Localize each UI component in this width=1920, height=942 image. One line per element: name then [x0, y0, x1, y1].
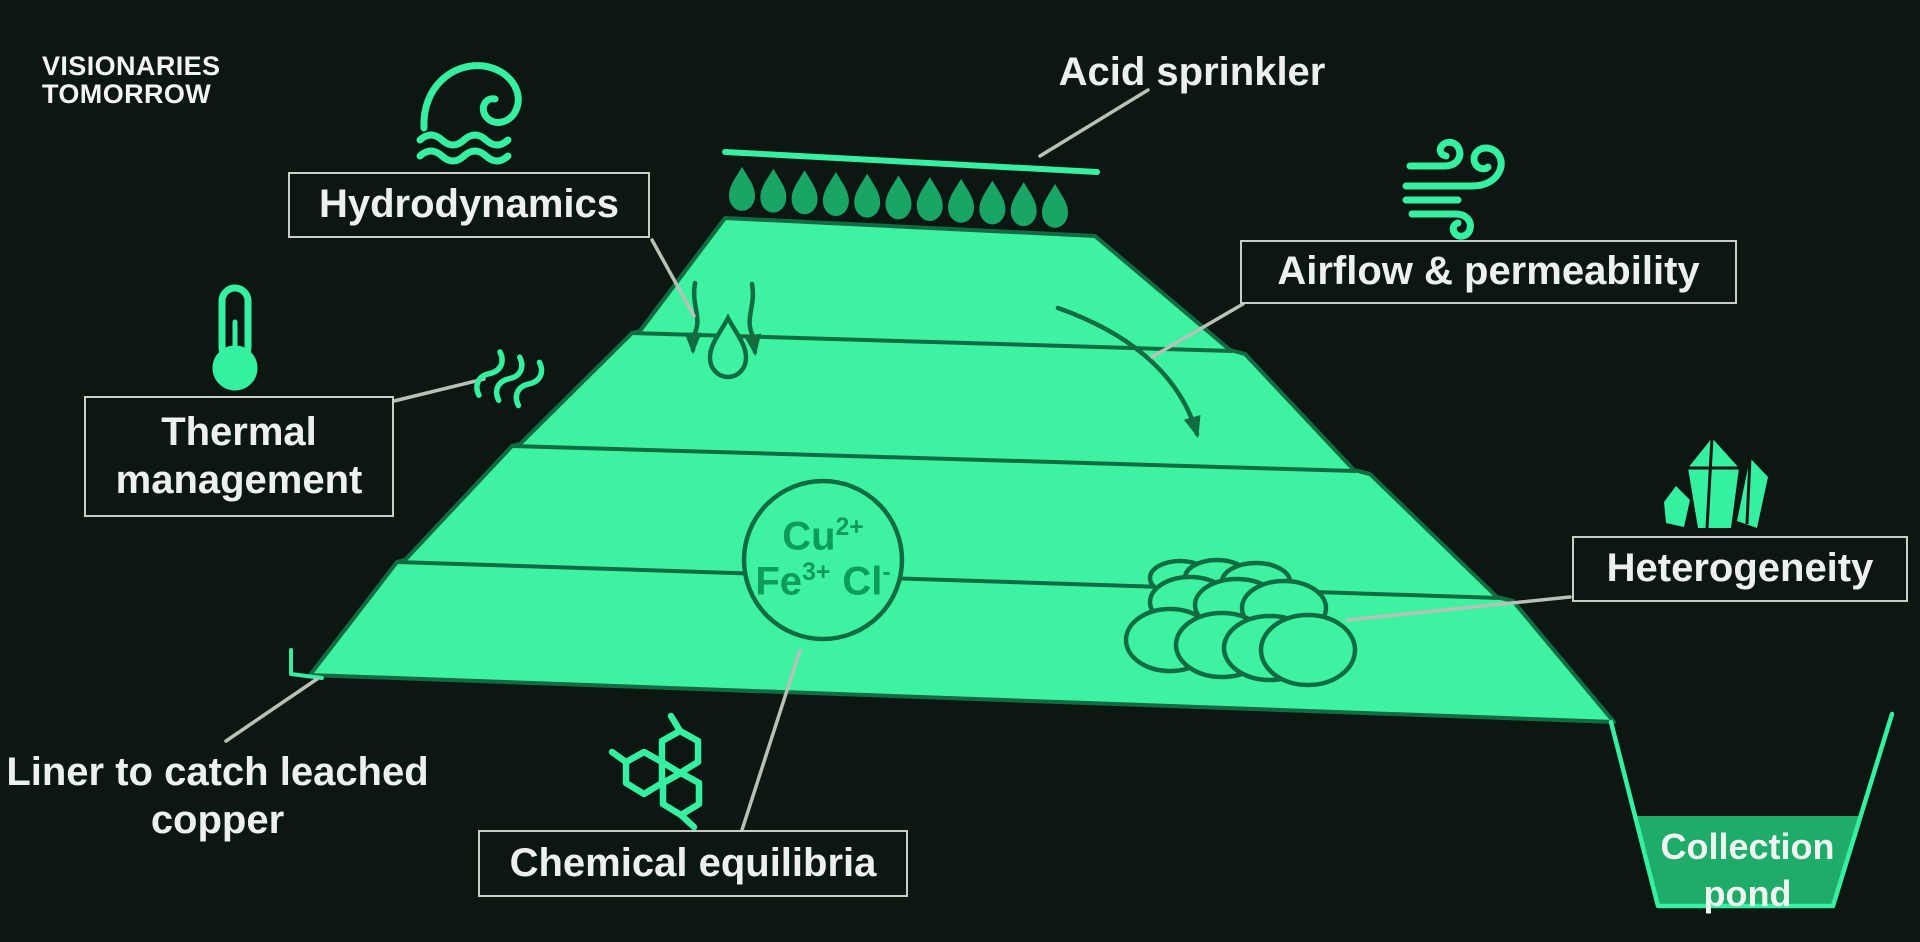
thermometer-icon	[212, 284, 258, 391]
pond-outline	[1608, 711, 1895, 909]
sprinkler-droplet-icon	[948, 178, 975, 223]
molecule-hexagons-icon	[608, 712, 703, 831]
ion-formulas: Cu2+ Fe3+Cl-	[723, 514, 923, 604]
brand-line-2: TOMORROW	[42, 79, 212, 110]
label-airflow-permeability: Airflow & permeability	[1277, 249, 1700, 294]
liner-mark	[289, 648, 324, 680]
leader-liner	[224, 677, 319, 743]
leader-lines	[224, 88, 1572, 832]
percolation-detail	[684, 280, 762, 380]
sprinkler-droplet-icon	[885, 175, 912, 220]
sprinkler-droplet-icon	[760, 168, 787, 213]
label-liner-line-1: Liner to catch leached	[6, 750, 429, 794]
label-box-airflow-permeability: Airflow & permeability	[1240, 240, 1737, 304]
ore-lump-pile	[1123, 557, 1358, 688]
label-box-heterogeneity: Heterogeneity	[1572, 536, 1908, 602]
ion-iron-chloride: Fe3+Cl-	[755, 559, 891, 604]
leader-chemical	[740, 648, 802, 832]
sprinkler-droplets	[729, 166, 1068, 228]
sprinkler-droplet-icon	[1010, 182, 1037, 227]
label-box-hydrodynamics: Hydrodynamics	[288, 172, 650, 238]
label-box-thermal-management: Thermal management	[84, 396, 394, 517]
heat-waves-icon	[474, 349, 545, 409]
sprinkler-droplet-icon	[729, 166, 755, 211]
heap-tier-divider-2	[511, 444, 1357, 473]
ion-copper: Cu2+	[782, 514, 864, 559]
ore-lump	[1258, 612, 1358, 688]
label-collection-pond: Collection pond	[1640, 824, 1855, 918]
collection-pond	[1608, 711, 1895, 909]
sprinkler-droplet-icon	[979, 180, 1006, 225]
ion-circle	[741, 478, 905, 642]
leader-airflow	[1150, 302, 1245, 359]
pond-liquid	[1634, 816, 1862, 906]
label-pond-line-2: pond	[1703, 872, 1792, 914]
label-hydrodynamics: Hydrodynamics	[318, 182, 620, 227]
label-liner-line-2: copper	[150, 798, 285, 842]
label-box-chemical-equilibria: Chemical equilibria	[478, 830, 908, 897]
wave-icon	[416, 62, 522, 165]
brand-logo: VISIONARIES TOMORROW	[42, 52, 220, 108]
wind-icon	[1402, 138, 1505, 240]
leader-heterogeneity	[1345, 595, 1572, 622]
sprinkler-droplet-icon	[1042, 183, 1068, 228]
airflow-arrow	[1055, 305, 1201, 439]
sprinkler-droplet-icon	[854, 173, 881, 218]
sprinkler-droplet-icon	[822, 171, 849, 216]
leader-thermal	[392, 377, 486, 403]
leader-acid-sprinkler	[1038, 88, 1150, 158]
brand-line-1: VISIONARIES	[42, 51, 221, 81]
sprinkler-bar	[722, 149, 1100, 175]
sprinkler-droplet-icon	[916, 177, 943, 222]
percolation-arrow-right	[743, 281, 762, 357]
label-thermal-line-1: Thermal	[161, 410, 317, 455]
label-acid-sprinkler: Acid sprinkler	[1058, 50, 1326, 94]
sprinkler-droplet-icon	[791, 170, 818, 215]
label-chemical-equilibria: Chemical equilibria	[509, 840, 877, 885]
water-drop-icon	[707, 313, 749, 380]
leader-hydrodynamics	[650, 238, 696, 318]
label-heterogeneity: Heterogeneity	[1606, 546, 1874, 591]
label-thermal-line-2: management	[115, 457, 363, 502]
crystal-icon	[1664, 437, 1768, 529]
acid-sprinkler-assembly	[722, 149, 1100, 228]
percolation-arrow-left	[684, 280, 702, 355]
label-pond-line-1: Collection	[1660, 826, 1835, 867]
label-liner: Liner to catch leached copper	[0, 748, 435, 844]
